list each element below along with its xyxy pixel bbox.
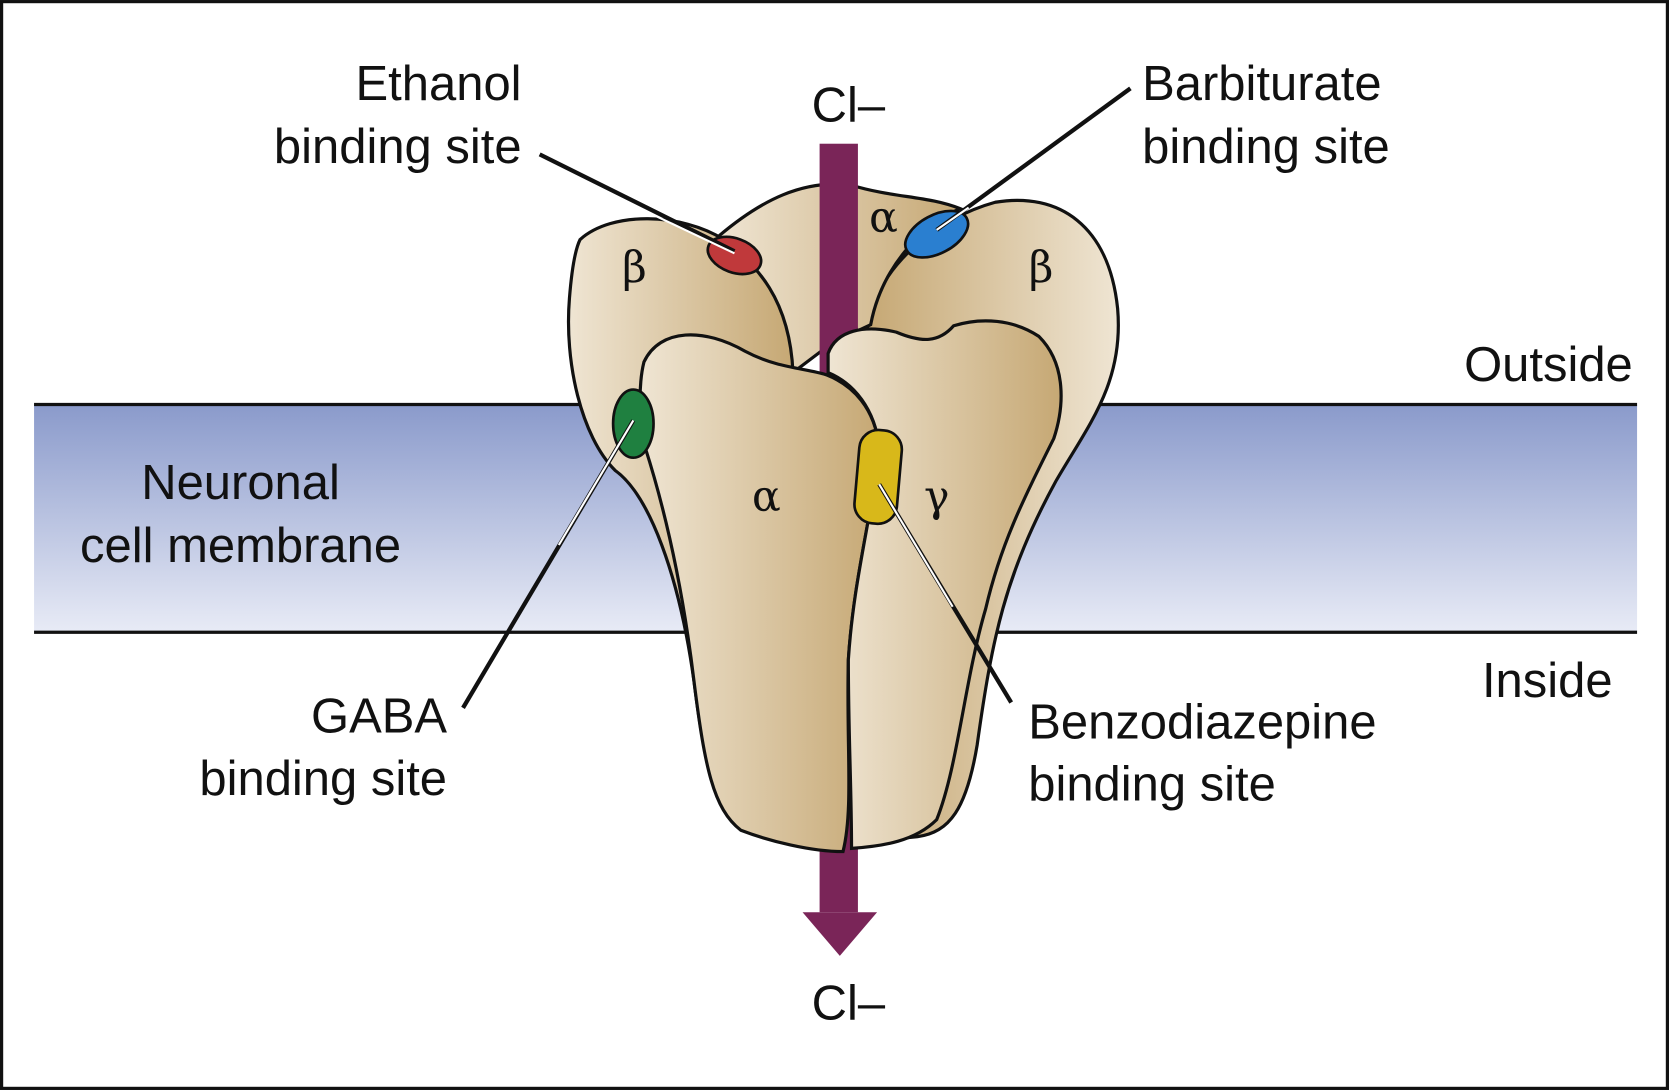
back-left-subunit-label: β — [622, 243, 647, 293]
barbiturate-label-line1: Barbiturate — [1142, 57, 1381, 111]
chloride-ion-bottom-label: Cl– — [812, 977, 886, 1031]
back-right-subunit-label: β — [1029, 243, 1054, 293]
benzodiazepine-label-line1: Benzodiazepine — [1028, 696, 1376, 750]
gaba-label-line1: GABA — [311, 689, 447, 743]
ethanol-label-line2: binding site — [274, 120, 522, 174]
inside-label: Inside — [1482, 654, 1613, 708]
gaba-label-line2: binding site — [199, 752, 447, 806]
chloride-ion-top-label: Cl– — [812, 78, 886, 132]
outside-label: Outside — [1464, 338, 1633, 392]
ethanol-leader-line — [538, 152, 736, 255]
benzodiazepine-leader-line — [877, 483, 1014, 704]
subunit-front-alpha — [638, 333, 881, 854]
barbiturate-leader-line — [935, 86, 1132, 232]
benzodiazepine-label-line2: binding site — [1028, 757, 1276, 811]
barbiturate-binding-site — [903, 209, 970, 259]
front-alpha-subunit-label: α — [752, 472, 781, 522]
chloride-flow-arrow-head — [802, 912, 878, 956]
barbiturate-label-line2: binding site — [1142, 120, 1390, 174]
membrane-label-line1: Neuronal — [141, 456, 340, 510]
back-center-subunit-label: α — [869, 193, 898, 243]
gaba-leader-line — [461, 419, 636, 709]
front-gamma-subunit-label: γ — [924, 472, 949, 522]
ethanol-label-line1: Ethanol — [356, 57, 522, 111]
membrane-label-line2: cell membrane — [80, 519, 401, 573]
